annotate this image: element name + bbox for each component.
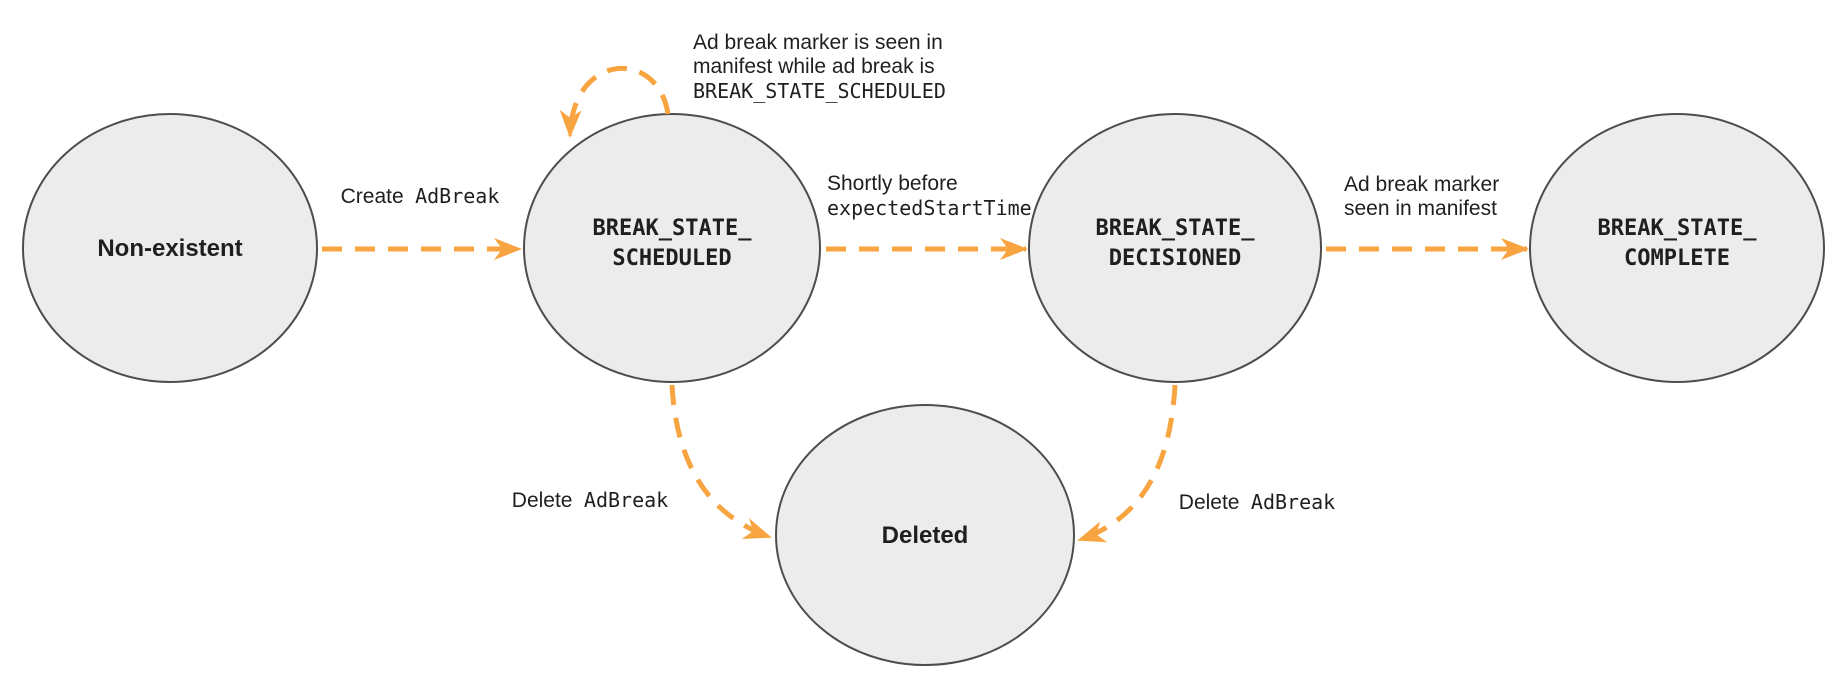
state-label-decisioned: BREAK_STATE_ DECISIONED [1096, 214, 1255, 274]
state-node-complete [1529, 113, 1825, 383]
edge-label-text: Delete [1178, 491, 1240, 514]
edge-label-code: BREAK_STATE_SCHEDULED [693, 79, 946, 103]
state-node-decisioned [1028, 113, 1322, 383]
state-label-deleted: Deleted [881, 522, 969, 549]
edge-label-delete-left: Delete AdBreak [512, 488, 668, 513]
state-node-scheduled [523, 113, 821, 383]
state-label-non-existent: Non-existent [97, 235, 243, 262]
edge-label-text: Ad break marker is seen in [693, 31, 943, 54]
state-label-scheduled: BREAK_STATE_ SCHEDULED [593, 214, 752, 274]
edge-label-code: AdBreak [415, 184, 500, 208]
edge-label-code: AdBreak [1250, 490, 1336, 514]
state-label-line: COMPLETE [1624, 246, 1730, 271]
edge-delete-scheduled [669, 384, 772, 540]
edge-label-create-adbreak: Create AdBreak [341, 184, 500, 209]
state-label-line: BREAK_STATE_ [1597, 216, 1757, 241]
edge-label-text: Shortly before [827, 172, 958, 195]
edge-label-text: seen in manifest [1344, 197, 1497, 220]
state-label-line: SCHEDULED [612, 246, 732, 271]
state-label-complete: BREAK_STATE_ COMPLETE [1598, 214, 1757, 274]
edge-label-code: AdBreak [583, 488, 669, 512]
edge-delete-decisioned [1077, 384, 1178, 543]
edge-label-selfloop: Ad break marker is seen in manifest whil… [693, 31, 946, 103]
state-label-line: DECISIONED [1108, 246, 1242, 271]
edge-label-text: Ad break marker [1344, 173, 1500, 196]
edge-label-text: manifest while ad break is [693, 55, 935, 78]
edge-label-marker-seen: Ad break marker seen in manifest [1344, 173, 1499, 221]
edge-label-text: Create [340, 185, 404, 208]
edge-label-text: Delete [511, 489, 573, 512]
state-label-line: BREAK_STATE_ [1095, 216, 1255, 241]
edge-label-code: expectedStartTime [827, 196, 1032, 220]
state-node-non-existent [22, 113, 318, 383]
state-label-line: BREAK_STATE_ [592, 216, 752, 241]
state-node-deleted [775, 404, 1075, 666]
edge-label-shortly-before: Shortly before expectedStartTime [827, 172, 1032, 220]
edge-label-delete-right: Delete AdBreak [1179, 490, 1335, 515]
edge-selfloop-scheduled [559, 65, 671, 138]
